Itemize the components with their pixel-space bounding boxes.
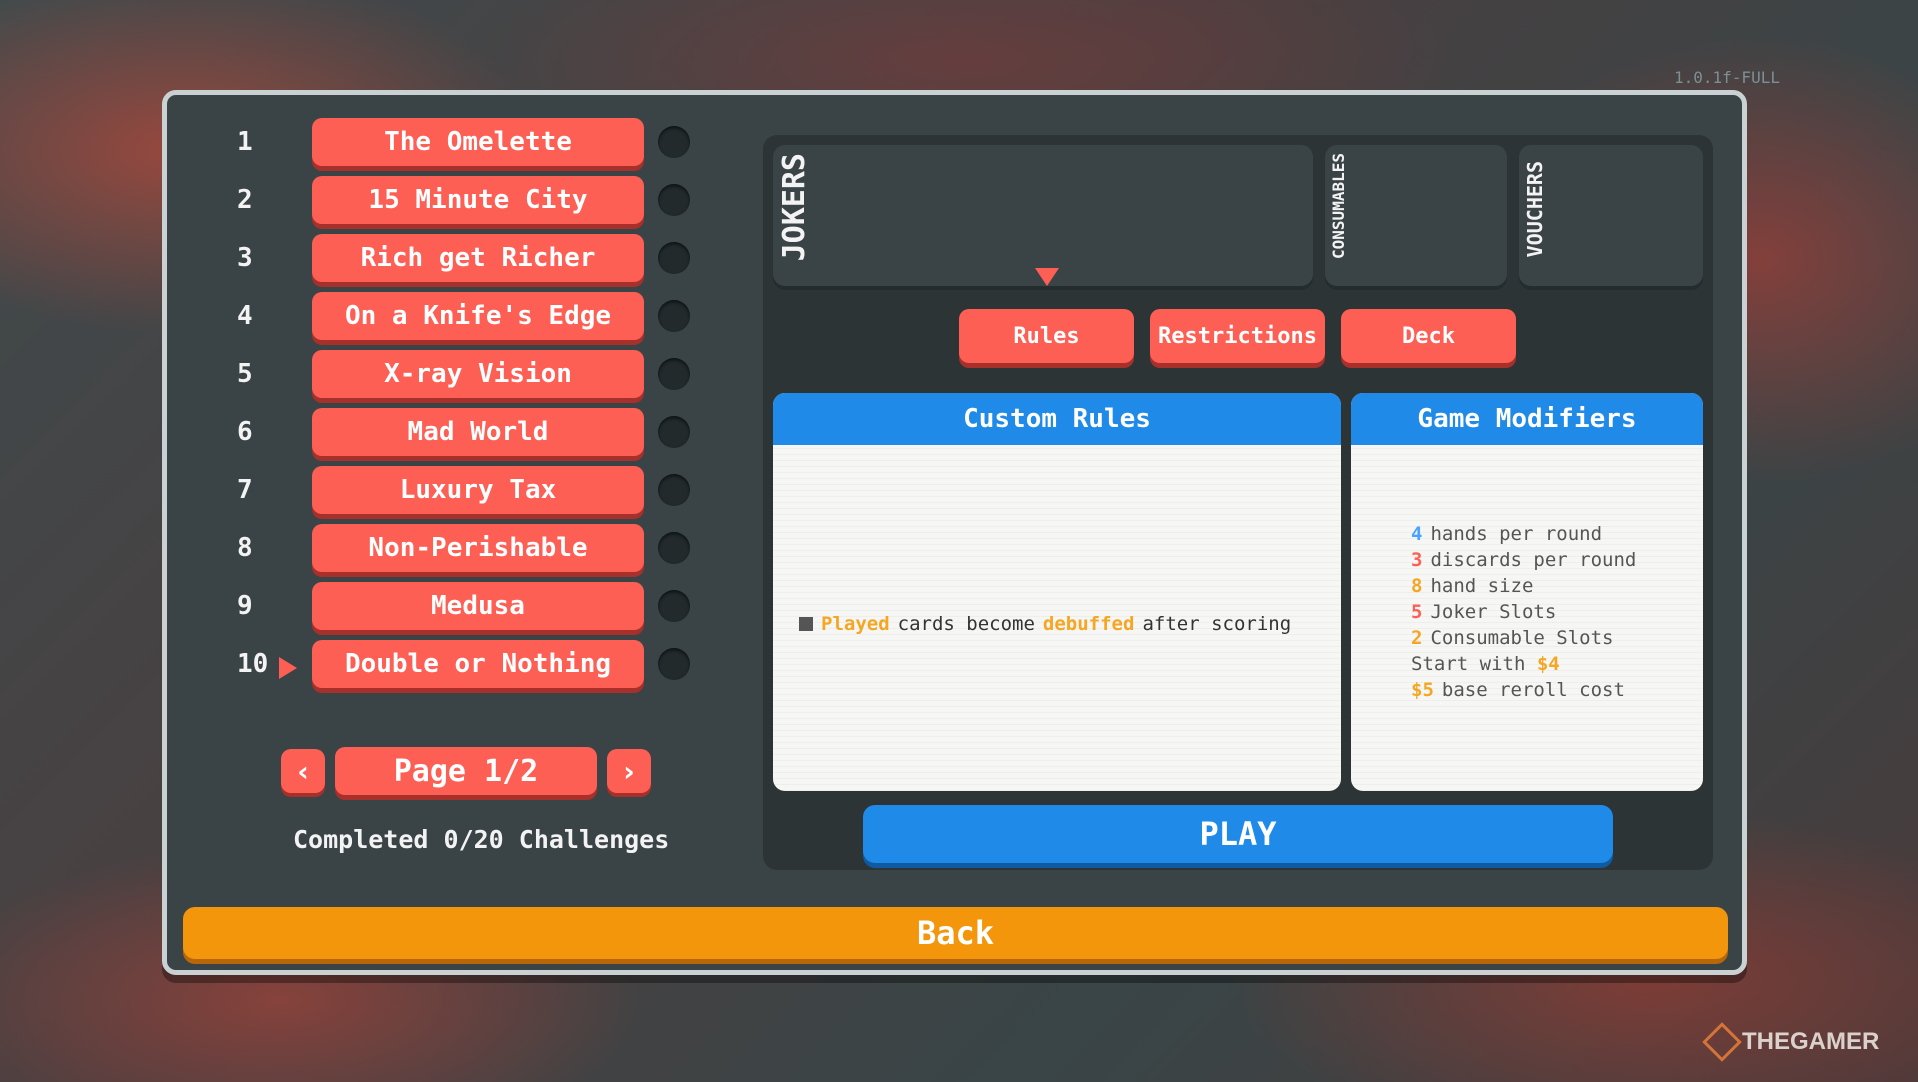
rule-text: Played cards become debuffed after scori… [799, 613, 1291, 635]
completion-dot [658, 126, 690, 158]
rule-keyword: Played [821, 613, 890, 635]
completion-dot [658, 416, 690, 448]
rule-text-part: cards become [897, 613, 1035, 635]
modifier-item: 4 hands per round [1411, 521, 1636, 547]
completion-dot [658, 184, 690, 216]
challenge-number: 8 [237, 533, 253, 563]
challenge-row: 9 Medusa [237, 581, 690, 631]
challenge-button[interactable]: Rich get Richer [312, 234, 644, 282]
game-modifiers-card: Game Modifiers 4 hands per round 3 discard… [1351, 393, 1703, 791]
modifier-text: hand size [1430, 575, 1534, 597]
modifier-value: 5 [1411, 601, 1423, 623]
modifier-item: 3 discards per round [1411, 547, 1636, 573]
challenge-detail: JOKERS CONSUMABLES VOUCHERS Rules Restri… [763, 135, 1713, 870]
modifier-value: 8 [1411, 575, 1423, 597]
modifiers-list: 4 hands per round 3 discards per round 8 ha… [1411, 521, 1636, 703]
modifier-item: 5 Joker Slots [1411, 599, 1636, 625]
challenge-number: 5 [237, 359, 253, 389]
custom-rules-title: Custom Rules [773, 393, 1341, 445]
completed-count: Completed 0/20 Challenges [293, 825, 670, 854]
modifier-text: Start with [1411, 653, 1526, 675]
vouchers-slot: VOUCHERS [1519, 145, 1703, 290]
challenge-button[interactable]: On a Knife's Edge [312, 292, 644, 340]
challenge-row-selected: 10 Double or Nothing [237, 639, 690, 689]
challenge-number-text: 10 [237, 649, 269, 679]
modifier-value: 4 [1411, 523, 1423, 545]
challenge-row: 2 15 Minute City [237, 175, 690, 225]
challenge-number: 1 [237, 127, 253, 157]
challenge-button[interactable]: The Omelette [312, 118, 644, 166]
rule-keyword: debuffed [1042, 613, 1135, 635]
version-label: 1.0.1f-FULL [1674, 68, 1780, 87]
challenge-button[interactable]: Luxury Tax [312, 466, 644, 514]
watermark-text: THEGAMER [1742, 1028, 1880, 1055]
modifier-text: hands per round [1430, 523, 1603, 545]
challenge-number: 2 [237, 185, 253, 215]
challenge-row: 3 Rich get Richer [237, 233, 690, 283]
modifier-text: base reroll cost [1441, 679, 1625, 701]
challenges-panel: 1 The Omelette 2 15 Minute City 3 Rich g… [162, 90, 1747, 975]
tab-restrictions[interactable]: Restrictions [1150, 309, 1325, 363]
modifier-text: Consumable Slots [1430, 627, 1614, 649]
next-page-button[interactable]: › [607, 749, 651, 793]
challenge-number: 9 [237, 591, 253, 621]
completion-dot [658, 358, 690, 390]
challenge-row: 8 Non-Perishable [237, 523, 690, 573]
active-tab-pointer-icon [1035, 268, 1059, 286]
tab-rules[interactable]: Rules [959, 309, 1134, 363]
modifier-text: Joker Slots [1430, 601, 1557, 623]
modifier-item: $5 base reroll cost [1411, 677, 1636, 703]
challenge-button[interactable]: Mad World [312, 408, 644, 456]
challenge-number: 4 [237, 301, 253, 331]
page-label[interactable]: Page 1/2 [335, 747, 597, 795]
challenge-button[interactable]: X-ray Vision [312, 350, 644, 398]
completion-dot [658, 242, 690, 274]
modifier-item: 2 Consumable Slots [1411, 625, 1636, 651]
completion-dot [658, 648, 690, 680]
consumables-label: CONSUMABLES [1329, 153, 1348, 259]
challenge-number: 7 [237, 475, 253, 505]
challenge-button[interactable]: 15 Minute City [312, 176, 644, 224]
modifier-value: 2 [1411, 627, 1423, 649]
challenge-row: 5 X-ray Vision [237, 349, 690, 399]
watermark: THEGAMER [1702, 1022, 1880, 1062]
modifier-text: discards per round [1430, 549, 1637, 571]
tab-deck[interactable]: Deck [1341, 309, 1516, 363]
challenge-number: 3 [237, 243, 253, 273]
prev-page-button[interactable]: ‹ [281, 749, 325, 793]
rule-text-part: after scoring [1142, 613, 1292, 635]
pager: ‹ Page 1/2 › [281, 747, 651, 795]
challenge-row: 7 Luxury Tax [237, 465, 690, 515]
modifier-item: 8 hand size [1411, 573, 1636, 599]
modifier-value: 3 [1411, 549, 1423, 571]
watermark-logo-icon [1702, 1022, 1742, 1062]
challenge-number: 10 [237, 649, 297, 679]
jokers-slot: JOKERS [773, 145, 1313, 290]
consumables-slot: CONSUMABLES [1325, 145, 1507, 290]
completion-dot [658, 532, 690, 564]
challenge-button[interactable]: Double or Nothing [312, 640, 644, 688]
custom-rules-card: Custom Rules Played cards become debuffe… [773, 393, 1341, 791]
play-button[interactable]: PLAY [863, 805, 1613, 863]
completion-dot [658, 474, 690, 506]
back-button[interactable]: Back [183, 907, 1728, 959]
modifier-item: Start with $4 [1411, 651, 1636, 677]
completion-dot [658, 300, 690, 332]
modifier-value: $5 [1411, 679, 1434, 701]
completion-dot [658, 590, 690, 622]
challenge-number: 6 [237, 417, 253, 447]
selected-arrow-icon [279, 657, 297, 679]
challenge-button[interactable]: Medusa [312, 582, 644, 630]
rule-bullet-icon [799, 617, 813, 631]
challenge-button[interactable]: Non-Perishable [312, 524, 644, 572]
challenge-row: 4 On a Knife's Edge [237, 291, 690, 341]
game-modifiers-title: Game Modifiers [1351, 393, 1703, 445]
vouchers-label: VOUCHERS [1523, 161, 1547, 258]
jokers-label: JOKERS [777, 153, 812, 262]
challenge-row: 1 The Omelette [237, 117, 690, 167]
challenge-row: 6 Mad World [237, 407, 690, 457]
modifier-value: $4 [1536, 653, 1560, 675]
